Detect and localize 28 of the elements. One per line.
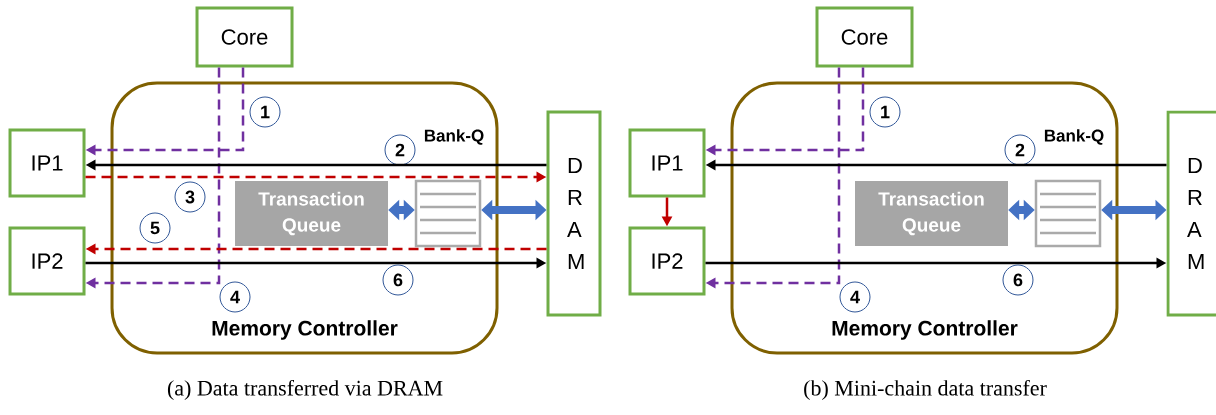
step-number: 3 [174, 181, 206, 213]
block-box: IP2 [8, 226, 86, 296]
block-box: Core [815, 6, 914, 68]
step-number: 6 [382, 264, 414, 296]
caption: (b) Mini-chain data transfer [804, 379, 1047, 401]
block-box: Core [195, 6, 294, 68]
bank-queue: Bank-Q [1034, 129, 1104, 248]
step-number: 5 [139, 212, 171, 244]
step-number: 6 [1002, 264, 1034, 296]
caption: (a) Data transferred via DRAM [167, 379, 443, 401]
step-number: 4 [219, 281, 251, 313]
step-number: 1 [249, 96, 281, 128]
block-box: IP1 [8, 128, 86, 198]
step-number: 1 [869, 96, 901, 128]
step-number: 4 [839, 281, 871, 313]
node-label: Bank-Q [1044, 129, 1104, 145]
block-arrow [1008, 199, 1035, 221]
block-box: IP2 [628, 226, 706, 296]
block-box: IP1 [628, 128, 706, 198]
queue-block: Transaction Queue [855, 181, 1008, 246]
step-number: 2 [1004, 134, 1036, 166]
block-arrow [388, 199, 415, 221]
step-number: 2 [384, 134, 416, 166]
bank-queue: Bank-Q [414, 129, 484, 248]
queue-block: Transaction Queue [235, 181, 388, 246]
dram-box: D R A M [546, 110, 602, 317]
node-label: Bank-Q [424, 129, 484, 145]
dram-box: D R A M [1166, 110, 1216, 317]
